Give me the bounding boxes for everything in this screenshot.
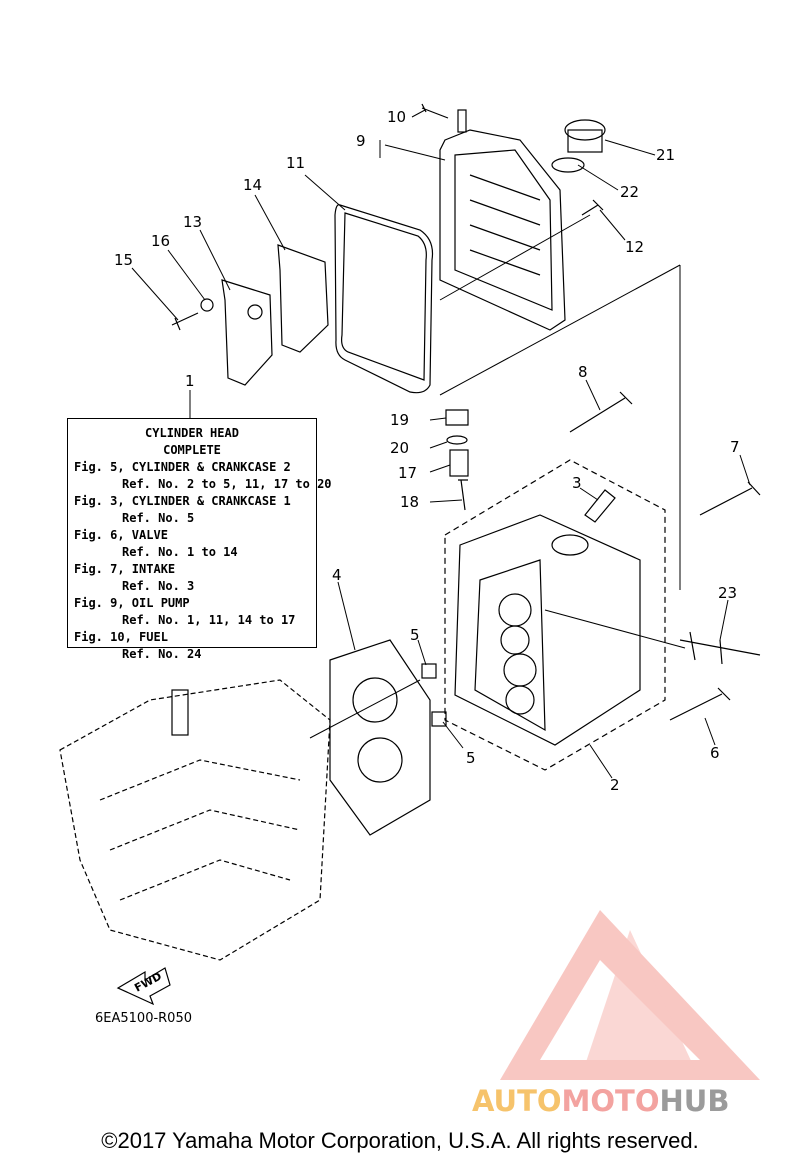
- bolt-15: [171, 312, 199, 331]
- watermark-logo: [500, 910, 760, 1080]
- info-line: Ref. No. 24: [122, 647, 202, 661]
- callout-18: 18: [400, 493, 419, 511]
- head-gasket: [329, 639, 431, 836]
- crankcase: [59, 679, 331, 961]
- info-line: Ref. No. 3: [122, 579, 195, 593]
- cover-gasket: [334, 204, 434, 394]
- bolt-10: [421, 103, 449, 119]
- info-line: Fig. 6, VALVE: [74, 528, 168, 542]
- callout-21: 21: [656, 146, 675, 164]
- info-line: Fig. 3, CYLINDER & CRANKCASE 1: [74, 494, 291, 508]
- callout-20: 20: [390, 439, 409, 457]
- info-line: Fig. 7, INTAKE: [74, 562, 176, 576]
- info-line: Fig. 9, OIL PUMP: [74, 596, 190, 610]
- callout-11: 11: [286, 154, 305, 172]
- pin-3: [584, 489, 616, 523]
- callout-14: 14: [243, 176, 262, 194]
- info-line: Ref. No. 5: [122, 511, 195, 525]
- callout-5a: 5: [410, 626, 420, 644]
- cylinder-head-complete-box: CYLINDER HEAD COMPLETE Fig. 5, CYLINDER …: [67, 418, 332, 661]
- info-line: Ref. No. 1 to 14: [122, 545, 238, 559]
- cylinder-head: [454, 514, 641, 746]
- callout-19: 19: [390, 411, 409, 429]
- callout-12: 12: [625, 238, 644, 256]
- dowel-5b: [431, 711, 447, 727]
- fwd-arrow-icon: [116, 967, 171, 1006]
- callout-3: 3: [572, 474, 582, 492]
- callout-8: 8: [578, 363, 588, 381]
- callout-2: 2: [610, 776, 620, 794]
- callout-17: 17: [398, 464, 417, 482]
- callout-9: 9: [356, 132, 366, 150]
- info-line: Fig. 5, CYLINDER & CRANKCASE 2: [74, 460, 291, 474]
- watermark-part-moto: MOTO: [561, 1084, 660, 1118]
- callout-4: 4: [332, 566, 342, 584]
- watermark-text: AUTOMOTOHUB: [472, 1084, 729, 1118]
- leader-lines: [131, 109, 751, 779]
- callout-22: 22: [620, 183, 639, 201]
- spark-plug: [679, 631, 761, 665]
- callout-13: 13: [183, 213, 202, 231]
- plate-14: [277, 244, 329, 353]
- callout-5b: 5: [466, 749, 476, 767]
- copyright-notice: ©2017 Yamaha Motor Corporation, U.S.A. A…: [101, 1128, 699, 1153]
- callout-1: 1: [185, 372, 195, 390]
- callout-7: 7: [730, 438, 740, 456]
- washer-16: [200, 298, 214, 312]
- callout-labels: 1 2 3 4 5 5 6 7 8 9 10 11 12 13 14 15 16…: [114, 108, 740, 995]
- info-line: Fig. 10, FUEL: [74, 630, 168, 644]
- bolt-7: [699, 481, 761, 516]
- info-line: Ref. No. 1, 11, 14 to 17: [122, 613, 296, 627]
- info-line: Ref. No. 2 to 5, 11, 17 to 20: [122, 477, 332, 491]
- cylinder-head-outline: [444, 459, 666, 771]
- info-box-title-1: CYLINDER HEAD: [145, 426, 239, 440]
- sleeve-17: [449, 449, 469, 477]
- callout-16: 16: [151, 232, 170, 250]
- callout-15: 15: [114, 251, 133, 269]
- o-ring-20: [446, 435, 468, 445]
- bolt-6: [669, 687, 731, 721]
- watermark-part-auto: AUTO: [472, 1084, 562, 1118]
- callout-6: 6: [710, 744, 720, 762]
- bolt-8: [569, 391, 633, 433]
- screw-18: [458, 479, 468, 511]
- plate-13: [221, 279, 273, 386]
- oil-filler-cap: [551, 119, 606, 173]
- rocker-cover: [439, 109, 566, 331]
- watermark-part-hub: HUB: [659, 1084, 730, 1118]
- info-box-title-2: COMPLETE: [163, 443, 221, 457]
- dowel-5a: [421, 663, 437, 679]
- bolt-12: [581, 199, 604, 216]
- diagram-part-code: 6EA5100-R050: [95, 1011, 192, 1026]
- plug-19: [445, 409, 469, 426]
- callout-23: 23: [718, 584, 737, 602]
- callout-10: 10: [387, 108, 406, 126]
